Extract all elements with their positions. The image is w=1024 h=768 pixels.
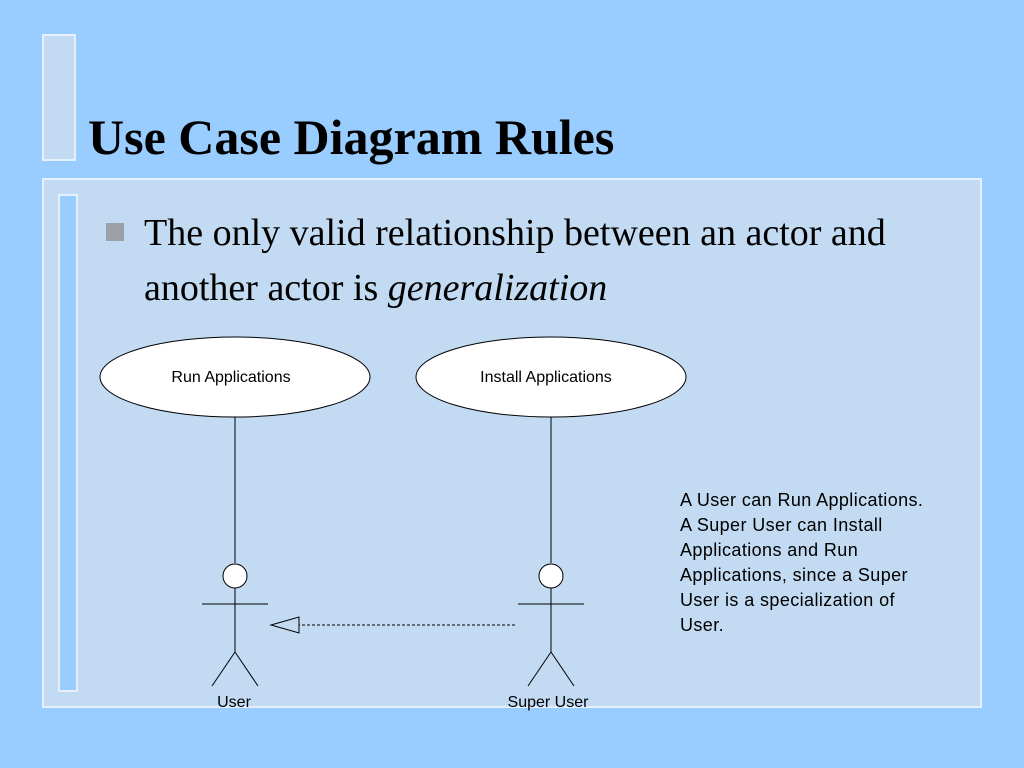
diagram-note: A User can Run Applications. A Super Use…	[680, 490, 924, 635]
actor-user-label: User	[217, 694, 251, 711]
content-accent-strip	[58, 194, 78, 692]
generalization-arrowhead-icon	[269, 616, 300, 634]
actor-user-figure	[202, 563, 268, 687]
title-accent-bar	[42, 34, 76, 161]
bullet-text-emphasis: generalization	[387, 267, 608, 309]
use-case-run-applications-label: Run Applications	[171, 369, 290, 386]
bullet-text: The only valid relationship between an a…	[144, 206, 904, 316]
bullet-square-icon	[106, 223, 124, 241]
actor-super-user-label: Super User	[508, 694, 590, 711]
bullet-text-plain: The only valid relationship between an a…	[144, 212, 886, 309]
actor-super-user-figure	[518, 563, 584, 687]
content-panel	[42, 178, 982, 708]
slide-title: Use Case Diagram Rules	[88, 109, 615, 165]
use-case-install-applications-label: Install Applications	[480, 369, 612, 386]
